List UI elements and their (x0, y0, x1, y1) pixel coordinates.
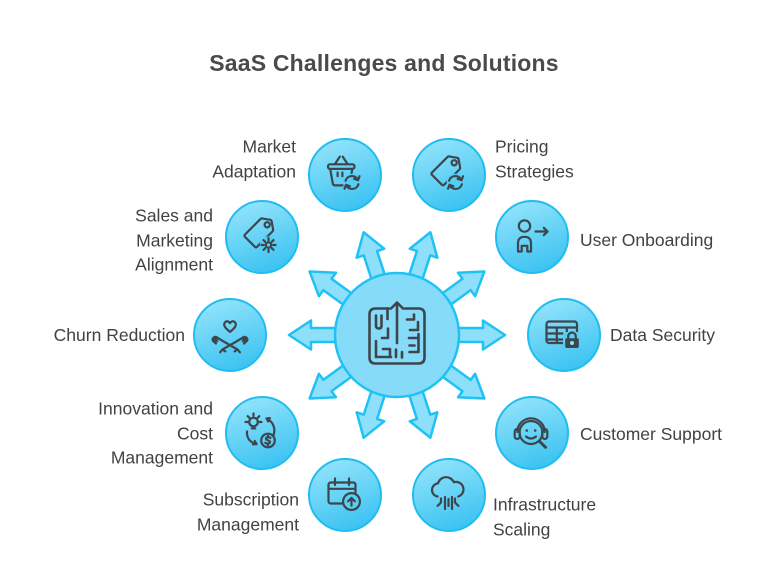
node-customer-support (495, 396, 569, 470)
label-market-adaptation: Market Adaptation (212, 136, 296, 182)
node-circle (225, 396, 299, 470)
tag-gear-icon (243, 217, 278, 254)
maze-arrow-icon (368, 301, 426, 365)
bulb-dollar-cycle-icon (244, 412, 276, 449)
page-title: SaaS Challenges and Solutions (209, 50, 559, 76)
node-circle (308, 138, 382, 212)
table-lock-icon (545, 320, 581, 349)
node-market-adaptation (308, 138, 382, 212)
node-circle (495, 200, 569, 274)
label-sales-marketing-alignment: Sales and Marketing Alignment (135, 205, 213, 275)
label-innovation-cost-management: Innovation and Cost Management (98, 398, 213, 468)
headset-face-icon (513, 417, 549, 449)
node-pricing-strategies (412, 138, 486, 212)
label-user-onboarding: User Onboarding (580, 229, 714, 250)
node-circle (193, 298, 267, 372)
basket-refresh-icon (326, 155, 361, 192)
node-data-security (527, 298, 601, 372)
node-infrastructure-scaling (412, 458, 486, 532)
label-data-security: Data Security (610, 324, 716, 345)
node-churn-reduction (193, 298, 267, 372)
node-circle (495, 396, 569, 470)
node-circle (225, 200, 299, 274)
label-subscription-management: Subscription Management (196, 489, 299, 535)
heart-hands-icon (211, 320, 249, 354)
label-infrastructure-scaling: Infrastructure Scaling (493, 494, 597, 540)
tag-refresh-icon (430, 155, 465, 192)
node-circle (412, 458, 486, 532)
node-sales-marketing-alignment (225, 200, 299, 274)
label-churn-reduction: Churn Reduction (53, 324, 185, 345)
person-arrow-icon (516, 219, 549, 253)
label-pricing-strategies: Pricing Strategies (495, 136, 574, 182)
cloud-circuit-icon (430, 476, 465, 511)
node-subscription-management (308, 458, 382, 532)
calendar-up-arrow-icon (327, 477, 361, 511)
node-innovation-cost-management (225, 396, 299, 470)
node-user-onboarding (495, 200, 569, 274)
node-circle (412, 138, 486, 212)
label-customer-support: Customer Support (580, 423, 723, 444)
